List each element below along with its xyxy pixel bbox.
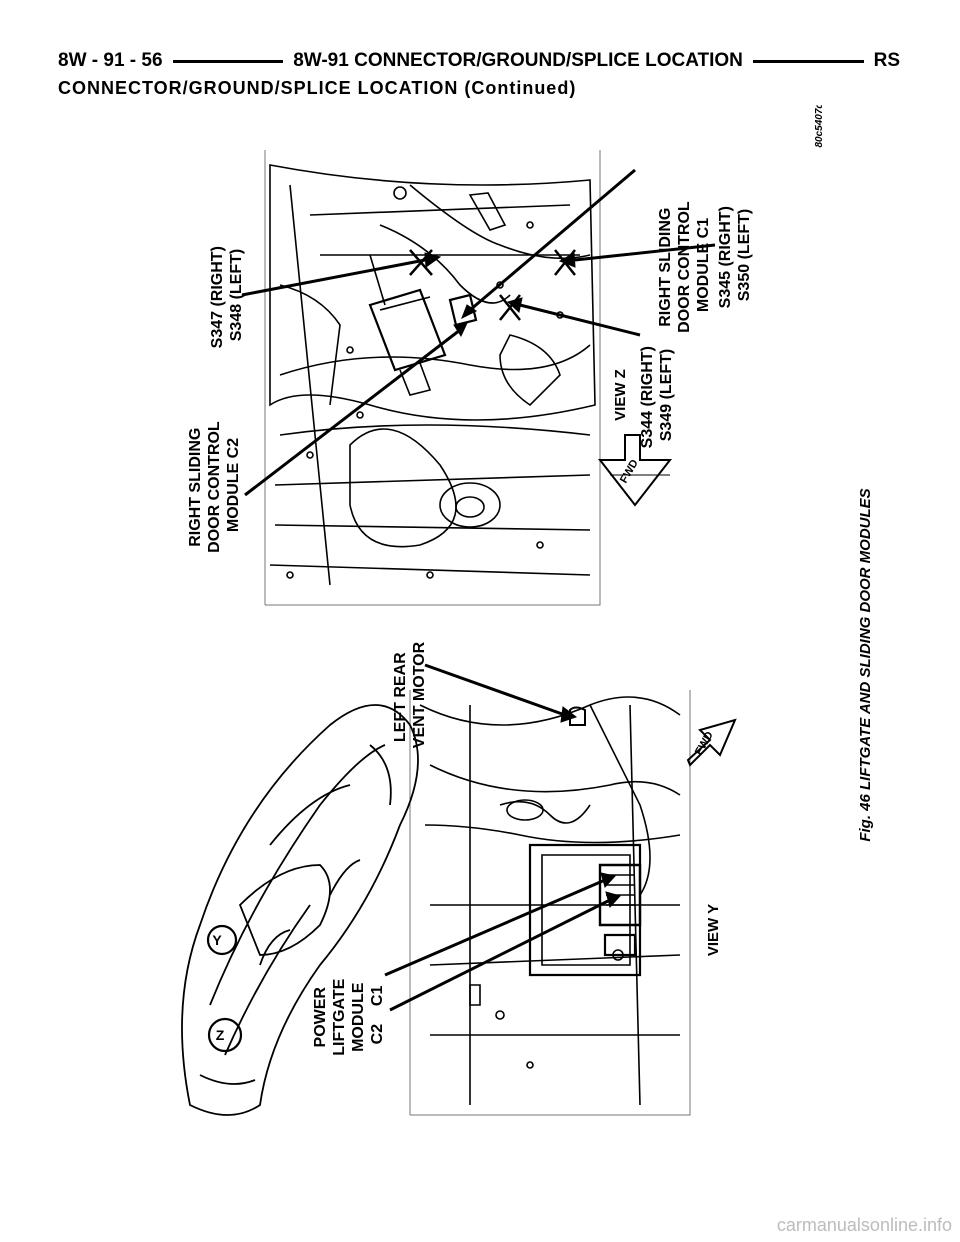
label-view-z: VIEW Z [612,369,629,421]
header-rule-right [752,59,864,63]
label-s344-s349: S344 (RIGHT) S349 (LEFT) [639,342,675,449]
page-header: 8W - 91 - 56 8W-91 CONNECTOR/GROUND/SPLI… [58,46,900,76]
view-z-leaders [241,168,716,497]
fwd-arrow-z [597,434,673,507]
view-z-illustration [264,150,601,606]
figure-labels: RIGHT SLIDING DOOR CONTROL MODULE C1 S34… [187,105,874,1056]
fwd-arrow-y [686,718,737,767]
label-fwd-y: FWD [693,730,716,758]
label-rsdcm-c2: RIGHT SLIDING DOOR CONTROL MODULE C2 [187,417,242,553]
label-s347-s348: S347 (RIGHT) S348 (LEFT) [209,242,245,349]
label-power-liftgate: POWER LIFTGATE MODULE C2 C1 [312,974,386,1055]
header-page-number: 8W - 91 - 56 [58,50,163,71]
header-section-title: 8W-91 CONNECTOR/GROUND/SPLICE LOCATION [293,50,743,71]
header-model-code: RS [873,50,900,71]
vehicle-overview-illustration [181,704,419,1116]
label-view-y: VIEW Y [705,904,722,956]
label-rsdcm-c1: RIGHT SLIDING DOOR CONTROL MODULE C1 [657,197,712,333]
splice-markers [409,249,576,321]
figure-diagram: RIGHT SLIDING DOOR CONTROL MODULE C1 S34… [181,105,874,1116]
footer-link[interactable]: carmanualsonline.info [776,1215,952,1235]
marker-y: Y [212,932,222,948]
section-subtitle: CONNECTOR/GROUND/SPLICE LOCATION (Contin… [58,78,577,98]
view-y-leaders [384,663,621,1012]
header-rule-left [172,59,284,63]
figure-container: RIGHT SLIDING DOOR CONTROL MODULE C1 S34… [170,105,890,1135]
label-s345-s350: S345 (RIGHT) S350 (LEFT) [717,202,753,309]
figure-id: 80c5407d [814,105,825,148]
label-left-rear-vent: LEFT REAR VENT MOTOR [392,641,428,748]
marker-z: Z [216,1027,225,1043]
label-fwd-z: FWD [618,458,641,486]
figure-caption: Fig. 46 LIFTGATE AND SLIDING DOOR MODULE… [857,488,874,841]
